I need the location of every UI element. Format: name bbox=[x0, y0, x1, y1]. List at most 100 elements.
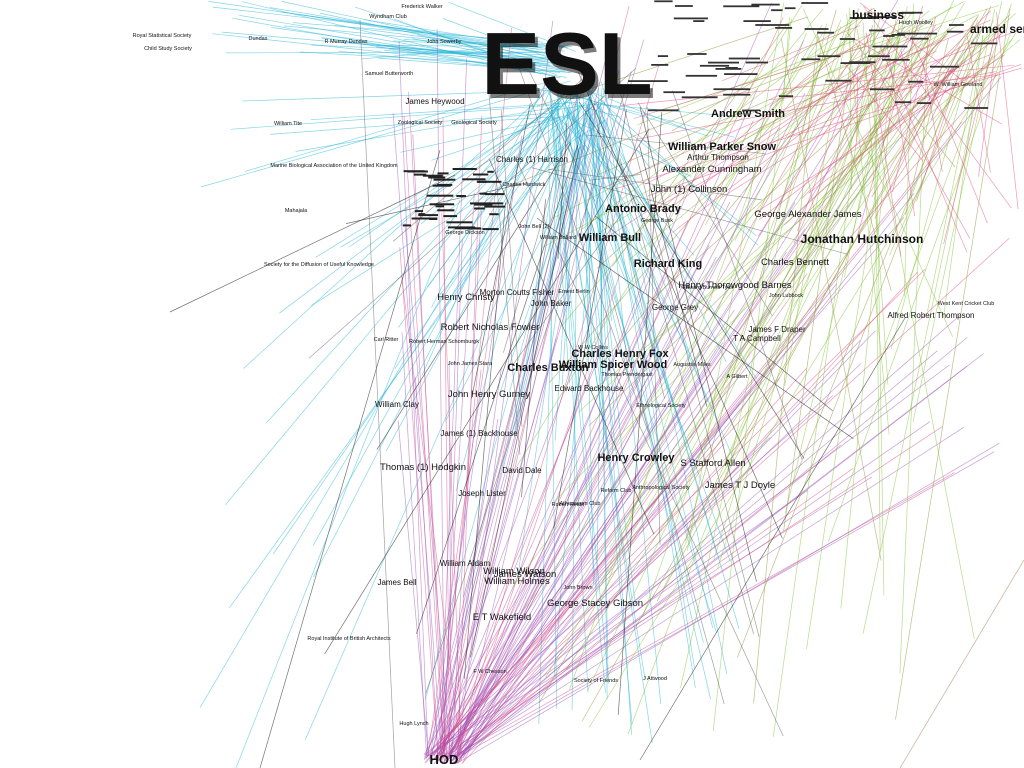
network-edge bbox=[552, 0, 965, 219]
network-edge bbox=[578, 72, 783, 539]
node-label: John (1) Collinson bbox=[651, 184, 728, 195]
network-edge bbox=[442, 117, 451, 757]
node-label: Carl Ritter bbox=[374, 337, 399, 343]
network-edge bbox=[447, 121, 962, 755]
cluster-mark bbox=[882, 58, 910, 61]
network-edge bbox=[500, 109, 523, 427]
network-edge bbox=[873, 8, 885, 596]
network-edge bbox=[758, 31, 1005, 221]
cluster-mark bbox=[868, 55, 890, 58]
network-edge bbox=[439, 27, 512, 755]
cluster-mark bbox=[418, 214, 438, 217]
cluster-mark bbox=[947, 30, 964, 33]
node-label: Edward Burnett Tylor bbox=[682, 285, 733, 291]
network-edge bbox=[713, 11, 883, 560]
network-edge bbox=[235, 199, 461, 768]
network-edge bbox=[566, 110, 609, 452]
node-label: Jonathan Hutchinson bbox=[801, 232, 924, 246]
network-edge bbox=[455, 116, 556, 492]
cluster-mark bbox=[949, 24, 964, 26]
node-label: Andrew Smith bbox=[711, 108, 785, 120]
node-label: Society of Friends bbox=[574, 678, 618, 684]
edge-layer bbox=[169, 0, 1024, 768]
cluster-mark bbox=[804, 28, 829, 30]
cluster-mark bbox=[745, 61, 768, 64]
network-edge bbox=[511, 82, 607, 418]
network-edge bbox=[505, 23, 915, 188]
cluster-mark bbox=[964, 107, 989, 109]
network-edge bbox=[453, 350, 938, 756]
cluster-mark bbox=[628, 80, 668, 82]
node-label: Henry Christy bbox=[437, 292, 495, 303]
cluster-mark bbox=[489, 213, 499, 216]
node-label: George Dickson bbox=[445, 230, 484, 236]
node-label: Hugh Woolley bbox=[899, 20, 933, 26]
cluster-mark bbox=[675, 5, 693, 7]
cluster-mark bbox=[654, 0, 673, 3]
node-label: Arthur Thompson bbox=[687, 153, 749, 162]
cluster-mark bbox=[456, 195, 466, 197]
node-label: Charles (1) Harrison bbox=[496, 155, 568, 164]
network-edge bbox=[420, 89, 583, 225]
network-edge bbox=[270, 113, 548, 135]
network-edge bbox=[488, 89, 521, 455]
network-edge bbox=[463, 205, 563, 597]
network-edge bbox=[639, 107, 757, 582]
network-edge bbox=[448, 1, 576, 52]
network-edge bbox=[529, 71, 596, 202]
network-edge bbox=[568, 93, 712, 700]
network-edge bbox=[439, 245, 710, 756]
network-edge bbox=[588, 14, 1011, 427]
network-edge bbox=[547, 115, 558, 709]
cluster-mark bbox=[817, 55, 841, 58]
cluster-mark bbox=[930, 65, 960, 68]
cluster-mark bbox=[476, 202, 504, 205]
hub-label-hod: HOD bbox=[430, 752, 459, 767]
network-edge bbox=[425, 327, 779, 764]
network-edge bbox=[416, 144, 579, 635]
node-label: William Parker Snow bbox=[668, 141, 777, 153]
node-label: William Aldam bbox=[440, 559, 491, 568]
node-label: John Henry Gurney bbox=[448, 389, 531, 400]
node-label: F W Chesson bbox=[473, 669, 506, 675]
network-edge bbox=[392, 112, 443, 764]
node-label: David Dale bbox=[502, 466, 542, 475]
node-label: J Attwood bbox=[643, 676, 667, 682]
cluster-mark bbox=[681, 96, 718, 99]
network-edge bbox=[449, 103, 599, 755]
network-edge bbox=[551, 110, 570, 384]
network-edge bbox=[843, 62, 924, 162]
network-edge bbox=[348, 102, 560, 248]
node-label: Samuel Butterworth bbox=[365, 71, 413, 77]
network-edge bbox=[598, 105, 708, 403]
network-edge bbox=[579, 101, 805, 459]
network-edge bbox=[892, 16, 936, 193]
node-label: John James Stara bbox=[448, 361, 493, 367]
node-label: Athenaeum Club bbox=[560, 501, 601, 507]
cluster-mark bbox=[474, 207, 485, 210]
network-edge bbox=[547, 168, 762, 201]
network-edge bbox=[425, 71, 632, 694]
node-label: R Murray Dundas bbox=[324, 39, 367, 45]
node-label: George Stacey Gibson bbox=[547, 598, 643, 609]
network-edge bbox=[783, 8, 859, 531]
cluster-mark bbox=[872, 45, 908, 48]
cluster-mark bbox=[433, 178, 456, 181]
network-edge bbox=[620, 64, 1015, 106]
cluster-mark bbox=[840, 62, 871, 64]
network-edge bbox=[553, 38, 1013, 502]
network-edge bbox=[462, 75, 928, 759]
node-label: Thomas Prendergast bbox=[601, 372, 653, 378]
cluster-mark bbox=[910, 37, 929, 40]
network-edge bbox=[753, 30, 819, 704]
network-edge bbox=[633, 45, 867, 119]
network-edge bbox=[647, 63, 1022, 197]
network-edge bbox=[646, 106, 661, 545]
network-edge bbox=[398, 40, 429, 755]
node-label: George Alexander James bbox=[754, 209, 861, 220]
network-edge bbox=[460, 193, 915, 758]
cluster-mark bbox=[485, 193, 505, 196]
cluster-mark bbox=[418, 213, 425, 216]
node-label: Mahajala bbox=[285, 208, 308, 214]
node-label: Henry Thorowgood Barnes bbox=[678, 280, 792, 291]
